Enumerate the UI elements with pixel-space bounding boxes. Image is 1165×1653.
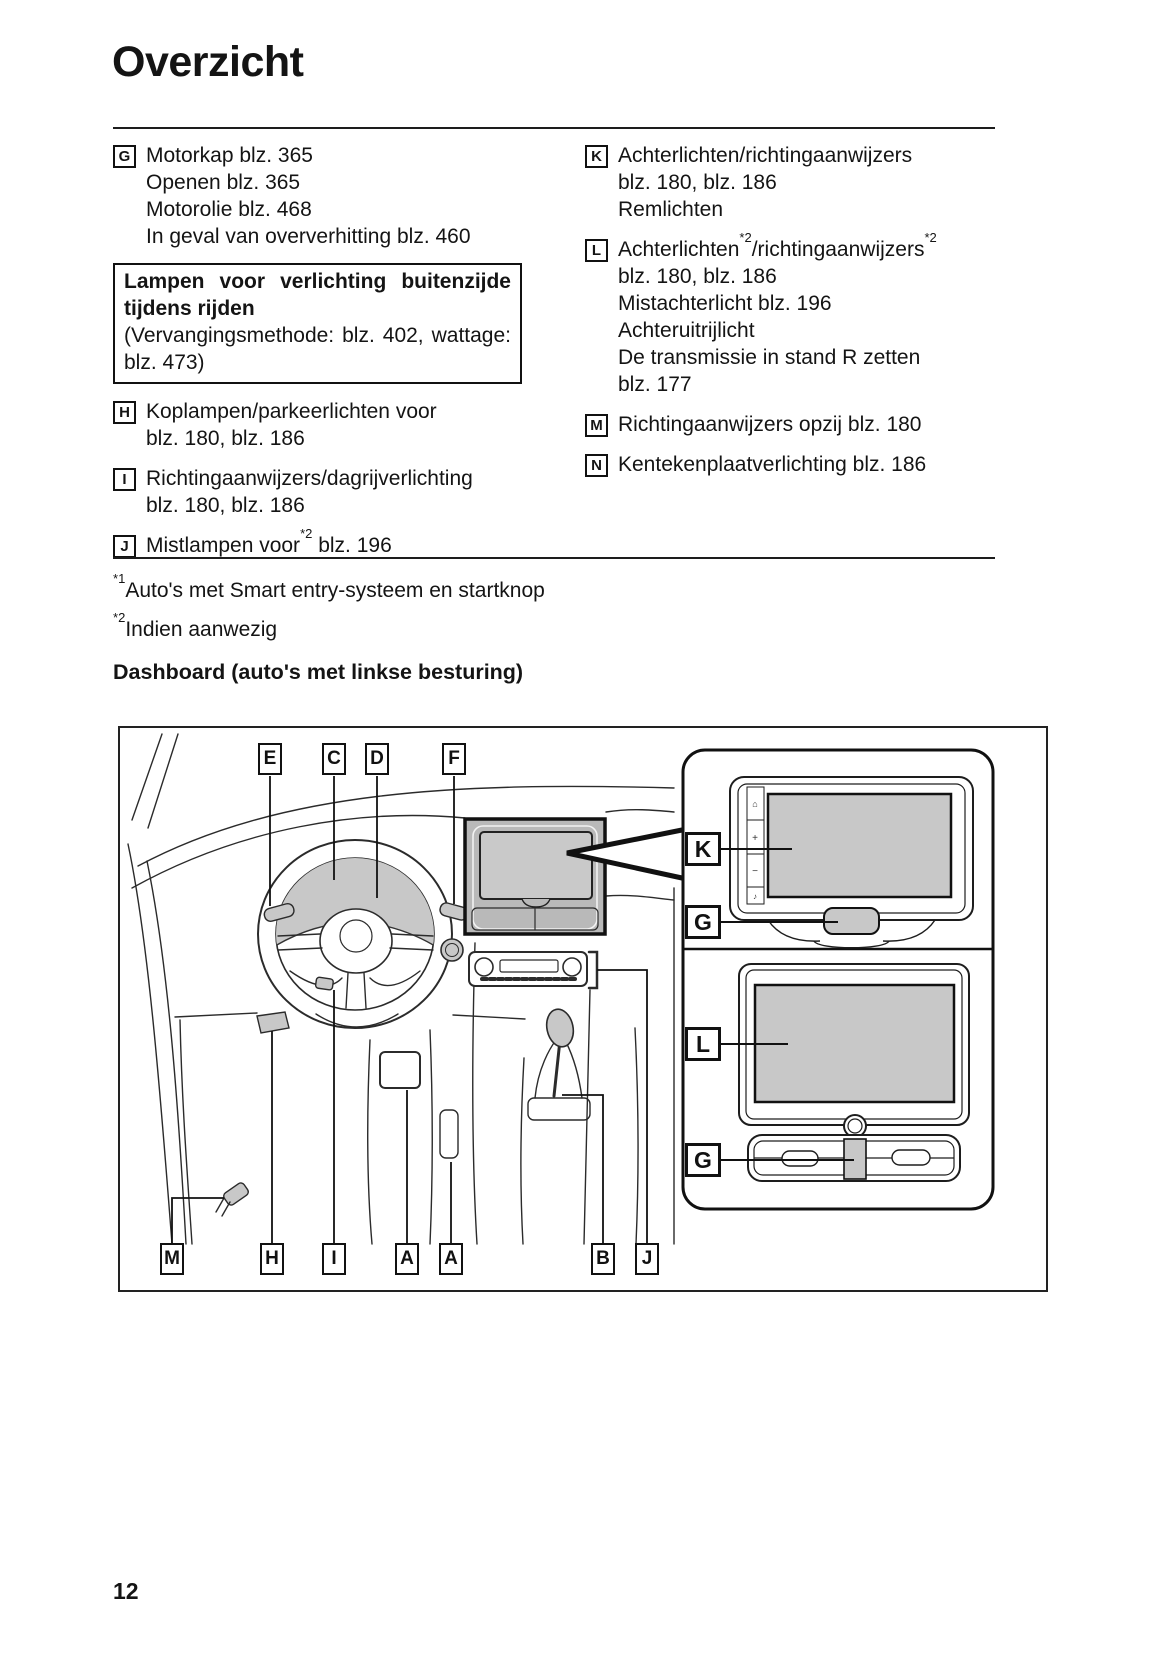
legend-item-M: M Richtingaanwijzers opzij blz. 180 — [585, 411, 1015, 438]
bottom-divider — [113, 557, 995, 559]
item-key-badge: G — [113, 145, 136, 168]
figure-label: I — [322, 1243, 346, 1275]
figure-label: E — [258, 743, 282, 775]
air-vent — [747, 1134, 961, 1182]
legend-item-J: J Mistlampen voor*2 blz. 196 — [113, 525, 575, 559]
volume-down-icon: − — [752, 866, 758, 877]
item-text: Richtingaanwijzers opzij blz. 180 — [618, 413, 922, 436]
brake-pedal — [379, 1051, 421, 1089]
leader-lines — [171, 776, 648, 1244]
gear-shifter — [527, 1008, 591, 1121]
item-key-badge: I — [113, 468, 136, 491]
figure-label: J — [635, 1243, 659, 1275]
mirror-switch — [215, 1182, 249, 1217]
touchscreen — [753, 983, 956, 1104]
climate-controls — [468, 950, 599, 990]
dashboard-figure: ⌂ + − ♪ — [118, 726, 1048, 1292]
legend-item-N: N Kentekenplaatverlichting blz. 186 — [585, 451, 1015, 478]
top-divider — [113, 127, 995, 129]
bracket — [587, 950, 599, 990]
exterior-lights-info-box: Lampen voor verlichting buitenzijde tij­… — [113, 263, 522, 384]
info-box-normal-text: (Vervangingsmethode: blz. 402, wattage: … — [124, 324, 511, 374]
touchscreen — [766, 792, 953, 899]
figure-label: C — [322, 743, 346, 775]
item-key-badge: N — [585, 454, 608, 477]
figure-label: A — [395, 1243, 419, 1275]
page-number: 12 — [113, 1578, 139, 1604]
dashboard-illustration: ⌂ + − ♪ — [127, 733, 995, 1245]
start-switch — [440, 938, 464, 962]
info-box-bold-text: Lampen voor verlichting buitenzijde tij­… — [124, 270, 511, 320]
steering-switch — [314, 976, 334, 991]
volume-up-icon: + — [752, 833, 758, 844]
figure-label: D — [365, 743, 389, 775]
center-display — [463, 817, 607, 936]
knob — [843, 1114, 867, 1138]
detail-panel: ⌂ + − ♪ — [681, 748, 995, 1211]
footnote: *1Auto's met Smart entry-systeem en star… — [113, 570, 545, 602]
figure-label: A — [439, 1243, 463, 1275]
item-key-badge: H — [113, 401, 136, 424]
item-text: Kentekenplaatverlichting blz. 186 — [618, 453, 927, 476]
footnote: *2Indien aanwezig — [113, 609, 278, 641]
rear-display-detail — [738, 963, 970, 1182]
headlight-switch-panel — [256, 1011, 290, 1034]
figure-label: M — [160, 1243, 184, 1275]
callout-wedge — [567, 830, 682, 878]
item-key-badge: K — [585, 145, 608, 168]
accelerator-pedal — [439, 1109, 459, 1159]
panel-leader-lines — [721, 848, 854, 1161]
item-key-badge: J — [113, 535, 136, 558]
home-icon: ⌂ — [752, 799, 757, 809]
figure-label: H — [260, 1243, 284, 1275]
audio-icon: ♪ — [753, 892, 757, 901]
dashboard-line-art — [127, 733, 685, 1245]
figure-label: K — [685, 832, 721, 866]
item-text: Mistlampen voor*2 blz. 196 — [146, 525, 392, 557]
steering-wheel — [257, 839, 453, 1029]
figure-label: L — [685, 1027, 721, 1061]
item-key-badge: L — [585, 239, 608, 262]
figure-label: G — [685, 1143, 721, 1177]
figure-label: G — [685, 905, 721, 939]
left-stalk — [263, 902, 295, 922]
multimedia-display-detail: ⌂ + − ♪ — [729, 776, 974, 949]
item-key-badge: M — [585, 414, 608, 437]
figure-label: B — [591, 1243, 615, 1275]
section-heading: Dashboard (auto's met linkse besturing) — [113, 660, 524, 684]
figure-label: F — [442, 743, 466, 775]
page-title: Overzicht — [112, 38, 304, 86]
steering-column — [315, 1013, 399, 1028]
footnotes: *1Auto's met Smart entry-systeem en star… — [113, 570, 545, 656]
